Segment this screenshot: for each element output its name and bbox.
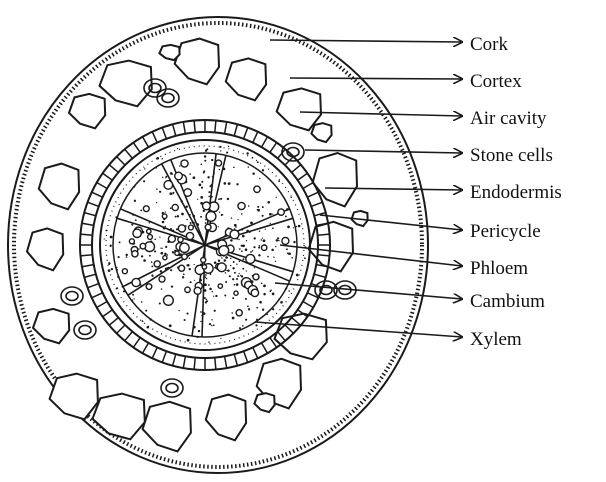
xylem-vessel xyxy=(202,265,206,269)
cortex-cell xyxy=(27,228,63,270)
xylem-vessel xyxy=(147,229,151,233)
xylem-vessel xyxy=(122,269,127,274)
xylem-vessel xyxy=(143,206,149,212)
xylem-vessel xyxy=(140,243,146,249)
xylem-vessel xyxy=(186,232,193,239)
xylem-vessel xyxy=(163,256,167,260)
cortex-cell xyxy=(50,374,98,420)
xylem-vessel xyxy=(180,243,189,252)
xylem-vessel xyxy=(175,172,183,180)
label-cork: Cork xyxy=(470,34,509,55)
xylem-vessel xyxy=(251,289,258,296)
xylem-vessel xyxy=(162,214,167,219)
xylem-vessel xyxy=(185,287,190,292)
cortex-cell xyxy=(33,309,69,343)
xylem-vessel xyxy=(172,204,178,210)
cortex-cell xyxy=(39,164,79,210)
arrow-phloem xyxy=(280,245,462,266)
cortex-cell xyxy=(206,395,246,441)
xylem-vessel xyxy=(203,202,211,210)
xylem-vessel xyxy=(129,239,134,244)
label-cambium: Cambium xyxy=(470,291,545,312)
xylem-vessel xyxy=(238,202,245,209)
cortex-cell xyxy=(254,393,274,412)
xylem-vessel xyxy=(154,261,160,267)
xylem-vessel xyxy=(234,291,238,295)
stone-cell xyxy=(61,287,83,305)
xylem-vessel xyxy=(230,230,239,239)
cortex-cell xyxy=(311,123,331,142)
label-pericycle: Pericycle xyxy=(470,221,541,242)
label-cortex: Cortex xyxy=(470,71,522,92)
cortex-cell xyxy=(93,394,145,440)
xylem-vessel xyxy=(278,209,284,215)
cortex-cell xyxy=(226,58,266,100)
stone-cell xyxy=(74,321,96,339)
xylem-vessel xyxy=(236,310,242,316)
xylem-vessel xyxy=(148,235,153,240)
xylem-vessel xyxy=(253,274,259,280)
xylem-vessel xyxy=(219,246,229,256)
label-stone-cells: Stone cells xyxy=(470,145,553,166)
xylem-vessel xyxy=(201,258,206,263)
arrow-cambium xyxy=(275,283,462,299)
xylem-vessel xyxy=(184,189,192,197)
label-endodermis: Endodermis xyxy=(470,182,562,203)
cortex-cell xyxy=(100,61,152,107)
xylem-vessel xyxy=(246,254,255,263)
xylem-vessel xyxy=(282,237,289,244)
label-air-cavity: Air cavity xyxy=(470,108,547,129)
labels: Cork Cortex Air cavity Stone cells Endod… xyxy=(470,34,562,350)
xylem-vessel xyxy=(168,235,175,242)
xylem-vessel xyxy=(175,251,179,255)
cortex-cell xyxy=(159,45,179,60)
arrow-stone-cells xyxy=(305,150,462,153)
xylem-vessel xyxy=(159,276,165,282)
cortex-cells xyxy=(27,39,368,452)
xylem-vessel xyxy=(218,284,222,288)
xylem-vessel xyxy=(132,278,140,286)
xylem-vessel xyxy=(194,287,201,294)
xylem-vessel xyxy=(189,225,194,230)
cortex-cell xyxy=(313,153,357,206)
xylem-vessel xyxy=(133,229,141,237)
xylem-vessel xyxy=(164,181,173,190)
medullary-ray xyxy=(205,154,226,246)
xylem-vessel xyxy=(216,160,222,166)
cortex-cell xyxy=(143,402,191,452)
arrow-cortex xyxy=(290,78,462,79)
stone-cell xyxy=(161,379,183,397)
xylem-vessel xyxy=(132,251,138,257)
xylem-vessel xyxy=(182,254,188,260)
label-phloem: Phloem xyxy=(470,258,528,279)
stone-cell xyxy=(282,143,304,161)
stone-cell xyxy=(157,89,179,107)
xylem-vessel xyxy=(178,225,185,232)
xylem-vessel xyxy=(205,224,211,230)
cortex-cell xyxy=(175,39,219,85)
arrow-cork xyxy=(270,40,462,42)
xylem-vessel xyxy=(254,186,260,192)
label-xylem: Xylem xyxy=(470,329,522,350)
xylem-vessel xyxy=(217,263,226,272)
arrow-air-cavity xyxy=(300,112,462,116)
xylem-vessel xyxy=(206,212,216,222)
xylem-vessel xyxy=(179,265,185,271)
xylem-vessel xyxy=(178,237,183,242)
xylem-vessel xyxy=(262,245,267,250)
xylem-vessel xyxy=(164,296,174,306)
xylem-vessel xyxy=(146,284,152,290)
cortex-cell xyxy=(69,94,105,128)
xylem-vessel xyxy=(181,160,188,167)
